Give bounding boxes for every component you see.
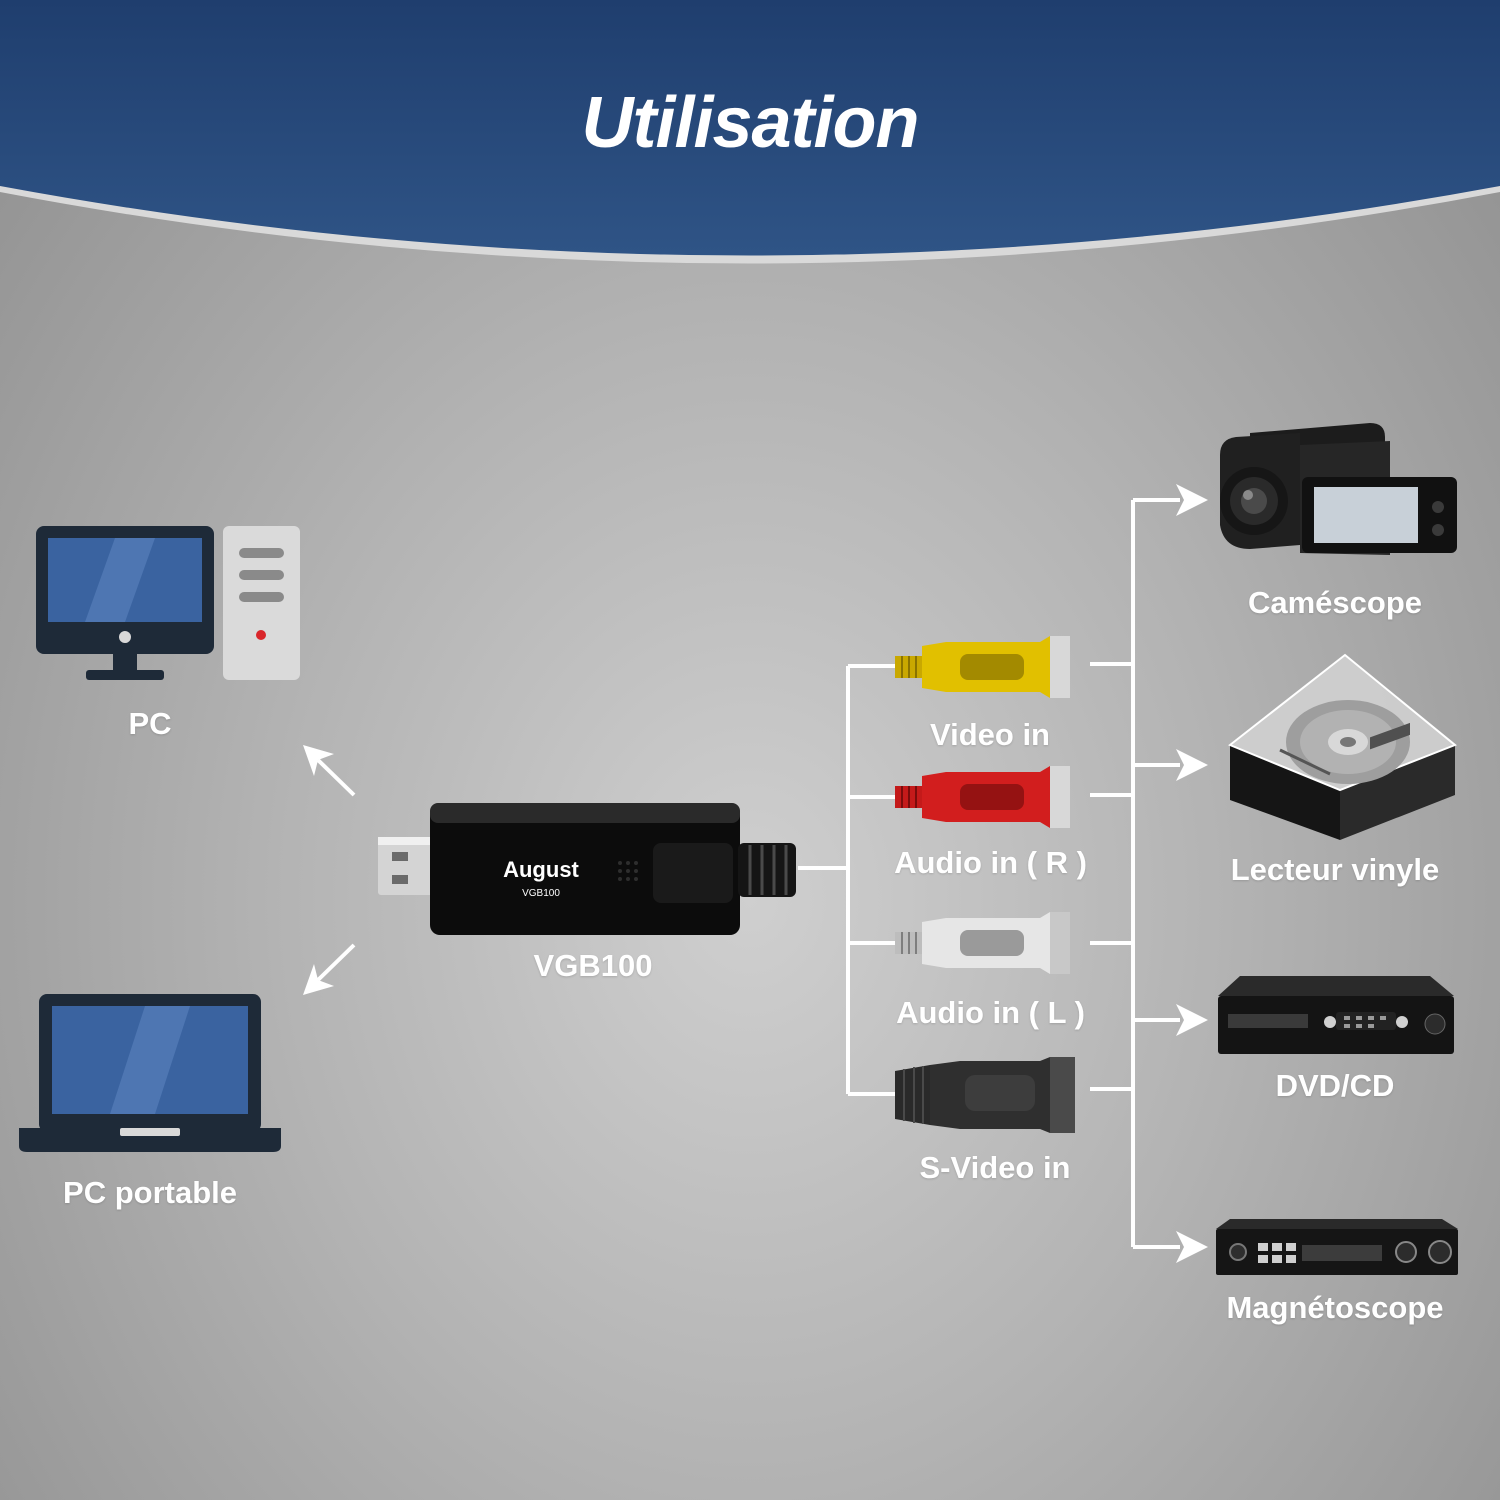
video-in-label: Video in [929,717,1050,752]
video-in-connector [895,636,1070,698]
device-label: VGB100 [533,948,653,983]
laptop-icon [19,994,281,1152]
page-title: Utilisation [581,83,919,163]
vinyl-label: Lecteur vinyle [1230,852,1440,887]
svideo-in-label: S-Video in [919,1150,1071,1185]
header-banner [0,0,1500,264]
pc-icon [36,526,300,680]
audio-r-label: Audio in ( R ) [894,845,1087,880]
pc-label: PC [128,706,172,741]
laptop-label: PC portable [63,1175,237,1210]
camcorder-label: Caméscope [1247,585,1423,620]
device-model-print: VGB100 [522,888,560,899]
audio-r-connector [895,766,1070,828]
svideo-in-connector [895,1057,1075,1133]
dvd-label: DVD/CD [1275,1068,1395,1103]
camcorder-icon [1220,423,1457,555]
vinyl-player-icon [1228,653,1457,840]
audio-l-connector [895,912,1070,974]
vcr-label: Magnétoscope [1226,1290,1444,1325]
vgb100-device: August VGB100 [378,803,796,935]
dvd-player-icon [1218,976,1454,1054]
device-brand: August [503,857,579,882]
audio-l-label: Audio in ( L ) [896,995,1085,1030]
vcr-icon [1216,1219,1458,1275]
